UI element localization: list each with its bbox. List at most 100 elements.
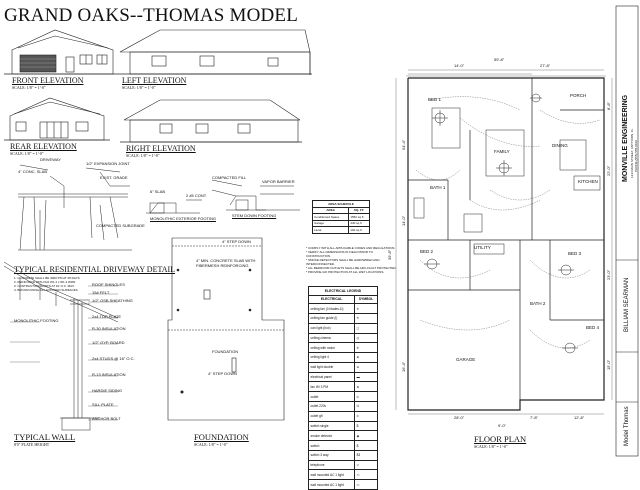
table-row: ceiling light 4⊕: [307, 352, 378, 363]
front-elevation-scale: SCALE: 1/8" = 1'-0": [12, 85, 46, 90]
left-elevation-drawing: [118, 29, 312, 75]
fan-icon: ✢: [354, 303, 378, 314]
legend-item: electrical panel: [307, 371, 356, 383]
area-schedule-table: AREA SCHEDULE AREA SQ. FT. Conditioned S…: [311, 200, 370, 234]
plan-note: * SMOKE DETECTORS SHALL BE HARDWIRED AND…: [306, 258, 380, 267]
rear-elevation-label: REAR ELEVATION: [10, 142, 77, 151]
dimension-label: 14'-0": [401, 215, 406, 226]
wall-callout: SILL PLATE: [92, 402, 114, 407]
drive-callout: DRIVEWAY: [40, 157, 61, 162]
foundation-label: FOUNDATION: [194, 432, 249, 442]
switch-3way-icon: $3: [354, 449, 378, 461]
ceiling-light-icon: ◎: [354, 332, 378, 344]
outlet-220-icon: ⦷: [354, 401, 378, 412]
table-row: Lanai 192 sq ft: [311, 226, 370, 234]
right-elevation-drawing: [120, 99, 302, 143]
wall-ac-icon: ▭: [354, 469, 378, 481]
table-row: ceiling cinema◎: [307, 332, 378, 344]
designer-name: BILLIAM SEARMAN: [624, 277, 630, 332]
firm-phone: PHONE (555) 555-0100: [634, 139, 638, 172]
fan-icon: ⊗: [354, 381, 378, 393]
foundation-scale: SCALE: 1/8" = 1'-0": [194, 442, 228, 447]
table-row: wall mounted AC 1 light▭: [307, 479, 378, 490]
electrical-legend-title: ELECTRICAL LEGEND: [308, 286, 378, 296]
wall-callout: ANCHOR BOLT: [92, 416, 121, 421]
driveway-notes: 1. CONCRETE SHALL BE 3000 PSI AT 28 DAYS…: [14, 276, 124, 292]
legend-item: outlet: [307, 391, 356, 402]
wall-callout: R-13 INSULATION: [92, 372, 126, 377]
legend-item: can light (box): [307, 322, 356, 334]
drive-note: 4. BROOM FINISH ALL EXPOSED SURFACES: [14, 288, 78, 293]
rear-elevation-drawing: [4, 97, 110, 141]
room-label: GARAGE: [456, 357, 476, 362]
drive-note: 2. REINFORCE WITH 6x6 W1.4 x W1.4 WWF: [14, 280, 76, 285]
table-row: outlet gfi⦶: [307, 410, 378, 422]
front-elevation-label: FRONT ELEVATION: [12, 76, 84, 85]
foundation-callout: 4" MIN. CONCRETE SLAB WITH FIBERMESH REI…: [196, 258, 256, 269]
floor-plan-scale: SCALE: 1/8" = 1'-0": [474, 444, 508, 449]
gfi-outlet-icon: ⦶: [354, 410, 378, 422]
legend-header: ELECTRICAL: [307, 294, 356, 305]
plan-note: * PROVIDE GFI PROTECTION AT ALL WET LOCA…: [306, 270, 385, 275]
dimension-label: 27'-8": [540, 63, 551, 68]
room-label: UTILITY: [474, 245, 491, 250]
dimension-label: 23'-0": [606, 269, 611, 280]
telephone-icon: ▽: [354, 459, 378, 471]
table-row: ceiling fan guide (l)✢: [307, 312, 378, 324]
fan-icon: ✢: [354, 312, 378, 324]
table-row: outlet⦶: [307, 391, 378, 402]
table-row: wall mounted AC 1 light▭: [307, 469, 378, 481]
table-row: ceiling with motor✢: [307, 342, 378, 354]
table-row: switch single$: [307, 420, 378, 432]
room-label: BED 2: [420, 249, 434, 254]
room-label: FAMILY: [494, 149, 510, 154]
table-row: wall light double⊖: [307, 361, 378, 373]
room-label: PORCH: [570, 93, 587, 98]
legend-item: switch single: [307, 420, 356, 432]
legend-item: wall mounted AC 1 light: [307, 469, 356, 481]
room-label: BATH 1: [430, 185, 446, 190]
wall-callout: MONOLITHIC FOOTING: [14, 318, 59, 323]
legend-item: ceiling fan guide (l): [307, 312, 356, 324]
legend-item: ceiling light 4: [307, 352, 356, 363]
legend-item: switch 3 way: [307, 449, 356, 461]
table-row: smoke detector◉: [307, 430, 378, 442]
footing-callout: COMPACTED FILL: [212, 175, 247, 180]
panel-icon: ▬: [354, 371, 378, 383]
legend-item: outlet 220v: [307, 401, 356, 412]
legend-item: switch: [307, 440, 356, 451]
legend-item: wall mounted AC 1 light: [307, 479, 356, 490]
dimension-label: 12'-8": [574, 415, 585, 420]
wall-callout: HARDIE SIDING: [92, 388, 123, 393]
plan-note: * VERIFY ALL DIMENSIONS IN FIELD PRIOR T…: [306, 250, 373, 259]
plan-notes: * COMPLY WITH ALL APPLICABLE CODES AND R…: [306, 246, 398, 274]
wall-callout: ROOF SHINGLES: [92, 282, 125, 287]
room-label: KITCHEN: [578, 179, 598, 184]
plan-note: * ALL BEDROOM OUTLETS SHALL BE ARC-FAULT…: [306, 266, 397, 271]
table-row: telephone▽: [307, 459, 378, 471]
wall-light-icon: ⊖: [354, 361, 378, 373]
dimension-label: 14'-0": [454, 63, 465, 68]
dimension-label: 28'-0": [454, 415, 465, 420]
wall-callout: R-30 INSULATION: [92, 326, 126, 331]
outlet-icon: ⦶: [354, 391, 378, 402]
legend-header: SYMBOL: [354, 294, 378, 305]
legend-item: fan W/ 3 PM: [307, 381, 356, 393]
dimension-label: 54'-4": [401, 139, 406, 150]
wall-callout: 2x4 STUDS @ 16" O.C.: [92, 356, 135, 361]
legend-item: ceiling cinema: [307, 332, 356, 344]
switch-icon: $: [354, 420, 378, 432]
left-elevation-label: LEFT ELEVATION: [122, 76, 187, 85]
room-label: BED 1: [428, 97, 442, 102]
left-elevation-scale: SCALE: 1/8" = 1'-0": [122, 85, 156, 90]
foundation-callout: 4" STEP DOWN: [208, 371, 237, 376]
typical-wall-subtitle: 8'0" PLATE HEIGHT: [14, 442, 50, 447]
firm-name: MONVILLE ENGINEERING: [622, 94, 629, 182]
footing-callout: VAPOR BARRIER: [262, 179, 295, 184]
table-row: can light (box)◻: [307, 322, 378, 334]
typical-wall-label: TYPICAL WALL: [14, 432, 76, 442]
drawing-linework: [3, 5, 639, 457]
room-label: DINING: [552, 143, 568, 148]
right-elevation-scale: SCALE: 1/8" = 1'-0": [126, 153, 160, 158]
table-row: outlet 220v⦷: [307, 401, 378, 412]
